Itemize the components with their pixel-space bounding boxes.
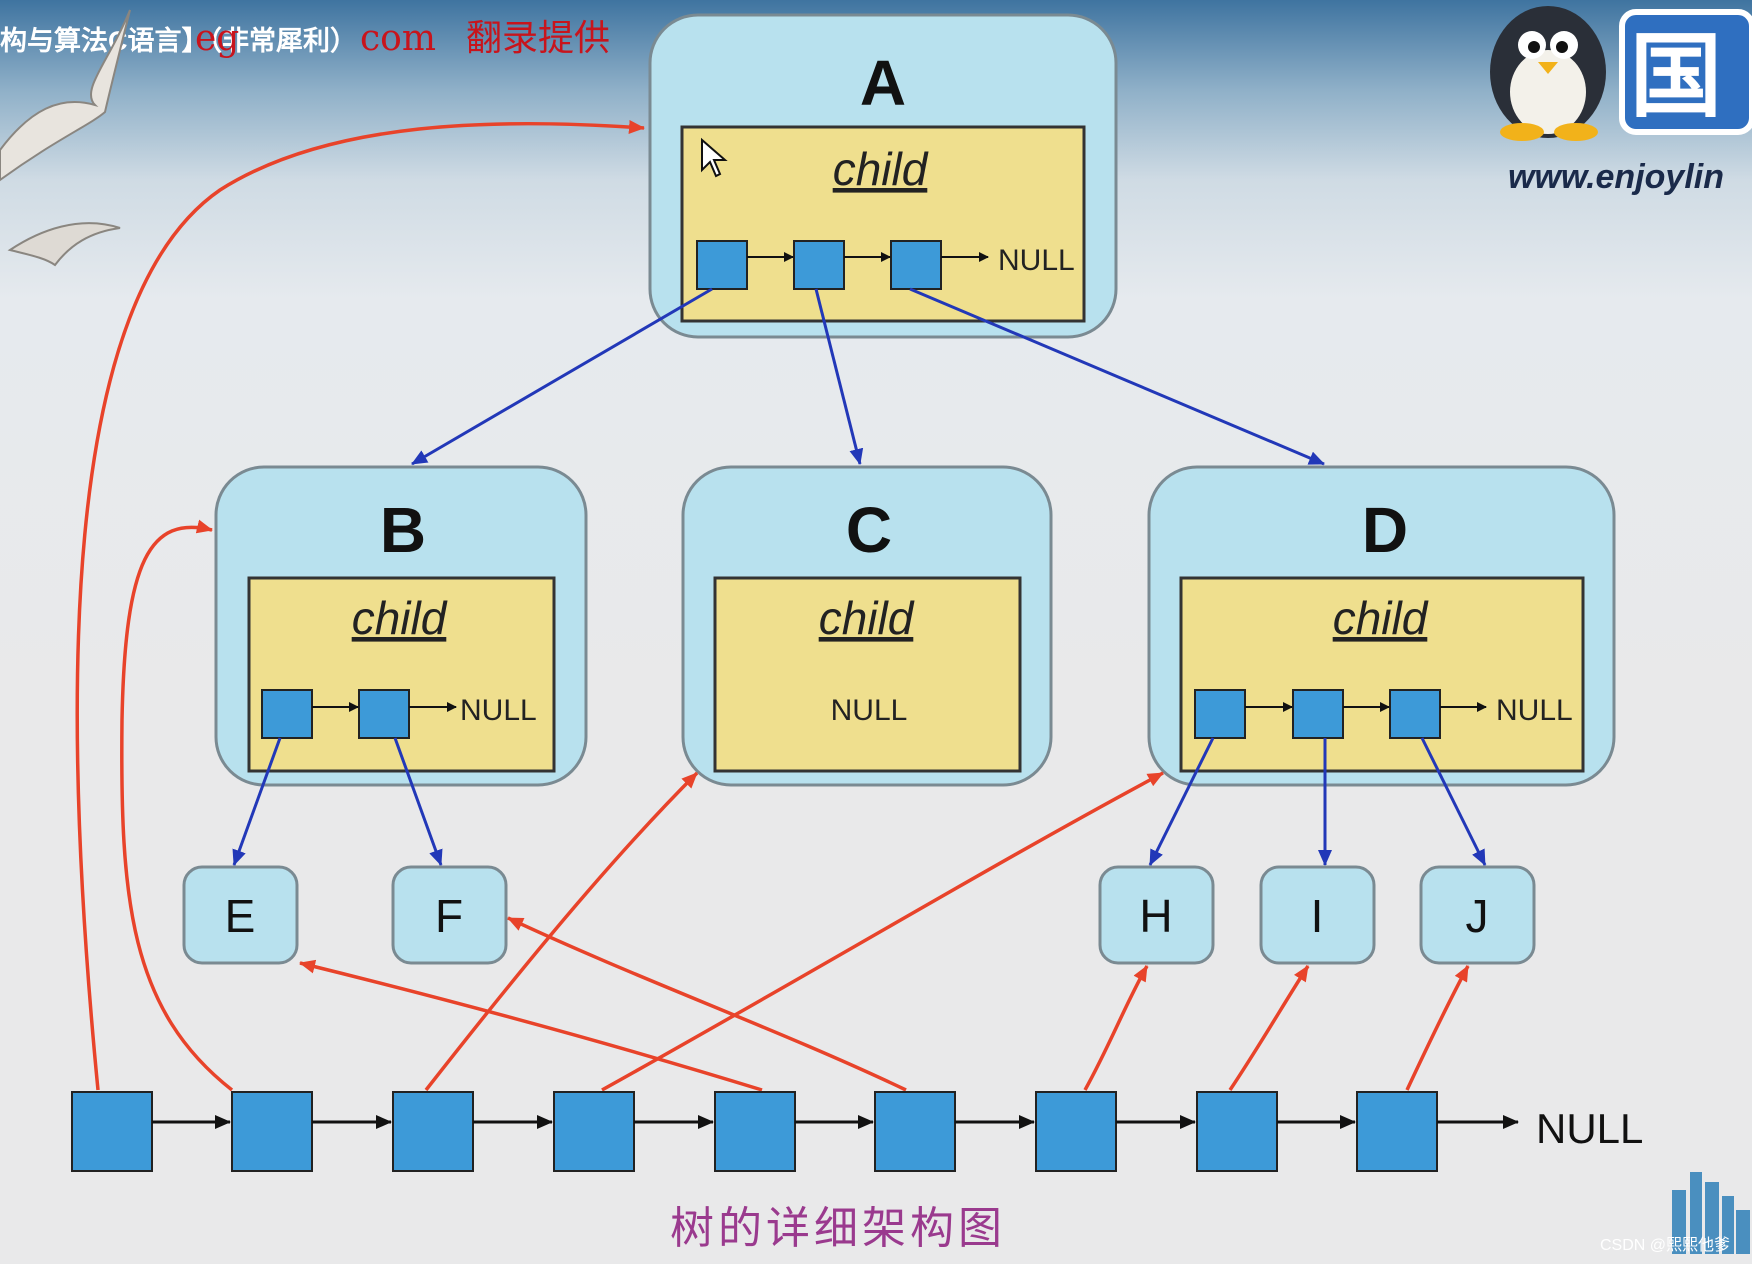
logo-badge: 国: [1619, 9, 1752, 135]
arrow-list-to-d: [601, 771, 1164, 1092]
leaf-f: F: [391, 865, 508, 965]
node-b-child-slot-1: [261, 689, 313, 739]
node-a-null: NULL: [998, 244, 1075, 277]
node-d-child-label: child: [1333, 592, 1429, 644]
node-d: D child NULL: [1147, 465, 1616, 787]
node-a: A child NULL: [648, 13, 1118, 339]
arrow-b-to-e: [232, 737, 282, 866]
leaf-i: I: [1259, 865, 1376, 965]
list-node-7: [1035, 1091, 1117, 1172]
penguin-logo-icon: [1490, 6, 1606, 141]
header-red-fragment: eg: [195, 18, 239, 59]
seagull-icon: [0, 9, 131, 267]
arrow-list-to-a: [75, 119, 645, 1091]
list-node-1: [71, 1091, 153, 1172]
arrow-d-to-h: [1148, 737, 1215, 866]
index-linked-list: NULL: [71, 1091, 1643, 1172]
node-c: C child NULL: [681, 465, 1053, 787]
leaf-i-label: I: [1311, 890, 1324, 942]
node-a-child-box: [680, 125, 1086, 323]
arrow-d-to-j: [1420, 737, 1487, 866]
node-d-child-slot-3: [1389, 689, 1441, 739]
site-url: www.enjoylin: [1508, 158, 1724, 196]
leaf-e: E: [182, 865, 299, 965]
node-d-child-slot-1: [1194, 689, 1246, 739]
index-pointer-arrows: [75, 119, 1470, 1092]
csdn-watermark: CSDN @熙熙他爹: [1600, 1236, 1730, 1254]
leaf-f-label: F: [435, 890, 463, 942]
node-b-child-label: child: [352, 592, 448, 644]
node-c-child-box: [713, 576, 1022, 773]
list-node-2: [231, 1091, 313, 1172]
leaf-e-label: E: [225, 890, 256, 942]
child-pointer-arrows: [232, 287, 1487, 866]
list-node-3: [392, 1091, 474, 1172]
list-node-6: [874, 1091, 956, 1172]
node-b-null: NULL: [460, 694, 537, 727]
arrow-list-to-c: [424, 771, 699, 1092]
arrow-a-to-b: [411, 287, 713, 466]
header-banner: 构与算法C语言】（非常犀利） eg com 翻录提供: [0, 18, 610, 59]
list-node-9: [1356, 1091, 1438, 1172]
node-a-letter: A: [860, 47, 906, 119]
node-b: B child NULL: [214, 465, 588, 787]
leaf-j: J: [1419, 865, 1536, 965]
arrow-a-to-c: [814, 288, 864, 465]
list-null: NULL: [1536, 1105, 1643, 1152]
node-a-child-slot-1: [696, 240, 748, 290]
node-d-null: NULL: [1496, 694, 1573, 727]
node-c-letter: C: [846, 494, 892, 566]
node-a-child-slot-3: [890, 240, 942, 290]
leaf-h-label: H: [1139, 890, 1172, 942]
node-d-child-slot-2: [1292, 689, 1344, 739]
skyline-icon: [1672, 1172, 1750, 1254]
leaf-h: H: [1098, 865, 1215, 965]
node-a-child-label: child: [833, 143, 929, 195]
arrow-list-to-h: [1083, 965, 1149, 1091]
node-d-child-box: [1179, 576, 1585, 773]
leaf-j-label: J: [1466, 890, 1489, 942]
node-c-null: NULL: [831, 694, 908, 727]
arrow-a-to-d: [909, 287, 1325, 466]
cursor-icon: [701, 137, 728, 178]
arrow-list-to-e: [299, 959, 763, 1092]
arrow-b-to-f: [393, 737, 443, 866]
list-node-4: [553, 1091, 635, 1172]
arrow-list-to-b: [120, 519, 234, 1092]
diagram-caption: 树的详细架构图: [670, 1203, 1006, 1254]
list-node-5: [714, 1091, 796, 1172]
list-node-8: [1196, 1091, 1278, 1172]
arrow-list-to-j: [1405, 965, 1470, 1091]
course-title: 构与算法C语言】（非常犀利）: [0, 25, 357, 56]
logo-glyph: 国: [1630, 23, 1722, 130]
node-b-child-slot-2: [358, 689, 410, 739]
node-c-child-label: child: [819, 592, 915, 644]
arrow-list-to-i: [1228, 965, 1310, 1091]
node-d-letter: D: [1362, 494, 1408, 566]
node-a-child-slot-2: [793, 240, 845, 290]
arrow-list-to-f: [507, 916, 907, 1092]
header-red-com: com: [360, 18, 436, 59]
header-red-suffix: 翻录提供: [466, 18, 610, 59]
node-b-letter: B: [380, 494, 426, 566]
